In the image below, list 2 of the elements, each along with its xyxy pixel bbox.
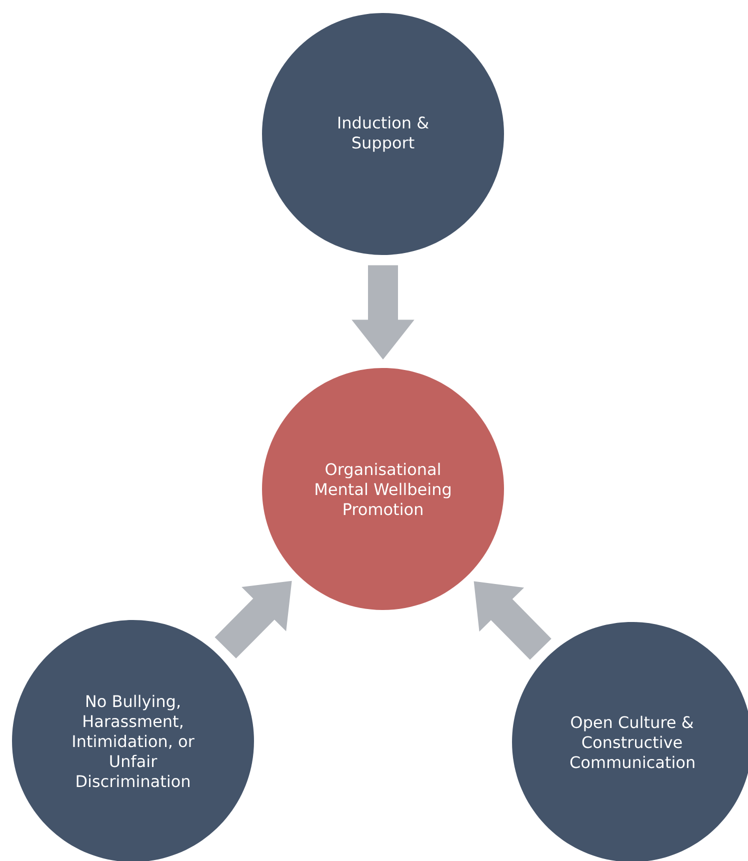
circle-node: Induction & Support — [262, 13, 504, 255]
circle-node: Organisational Mental Wellbeing Promotion — [262, 368, 504, 610]
